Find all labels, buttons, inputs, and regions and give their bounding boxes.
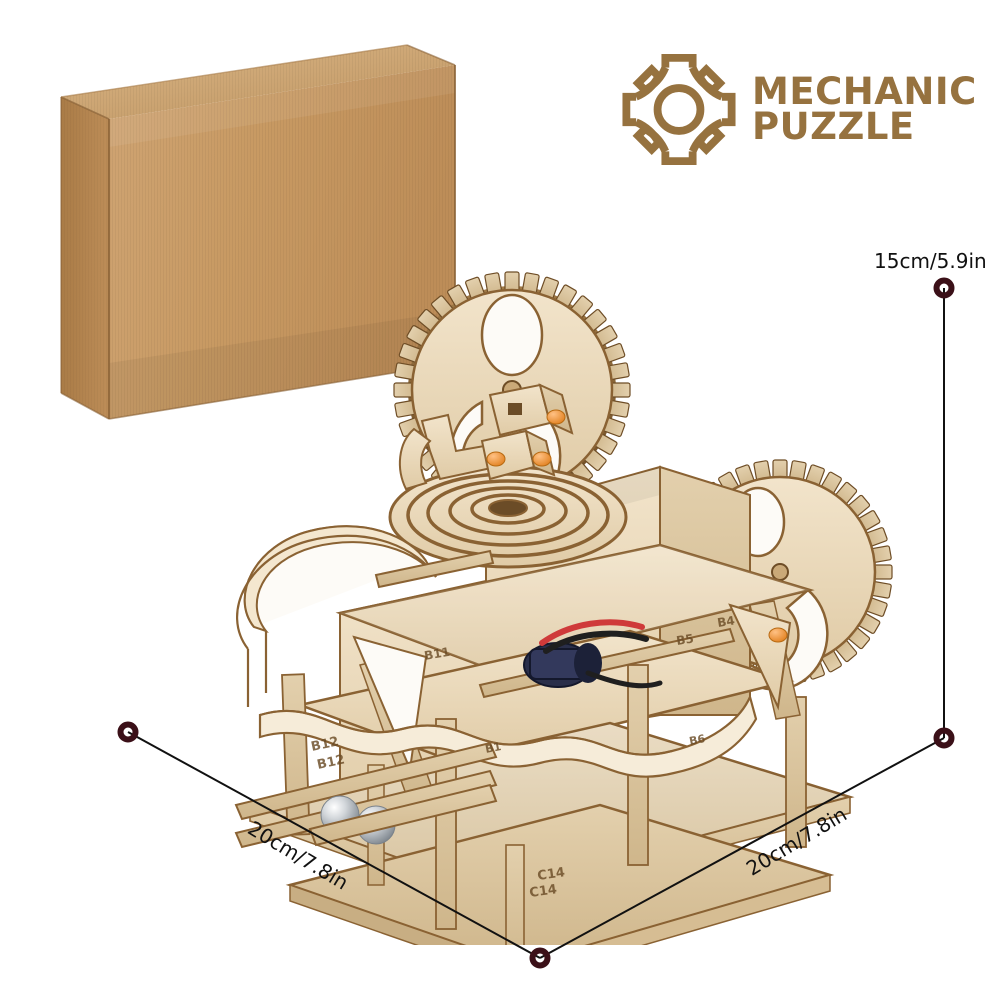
dimension-marker-right	[933, 727, 955, 749]
brand-name-line-1: MECHANIC	[752, 70, 977, 114]
dimension-marker-bottom	[529, 947, 551, 969]
motor-assembly	[523, 619, 663, 689]
dimension-marker-left	[117, 721, 139, 743]
part-label-b5: B5	[675, 631, 694, 648]
lifter-arm-assembly	[398, 383, 574, 491]
dimension-marker-top	[933, 277, 955, 299]
motor-wire-black	[543, 630, 649, 654]
spiral-funnel-track	[388, 465, 628, 569]
brand-name-line-2: PUZZLE	[752, 104, 915, 148]
connector-pin-right	[768, 627, 788, 643]
part-label-b4: B4	[716, 613, 735, 630]
part-label-b11: B11	[423, 645, 451, 663]
brand-logo: MECHANIC PUZZLE	[620, 52, 977, 167]
motor-wire-red	[539, 619, 645, 646]
gear-icon	[622, 53, 736, 166]
product-model-marble-run: B12 B12 B11 B5 B4 C14 C14 B6 B1	[190, 245, 920, 945]
